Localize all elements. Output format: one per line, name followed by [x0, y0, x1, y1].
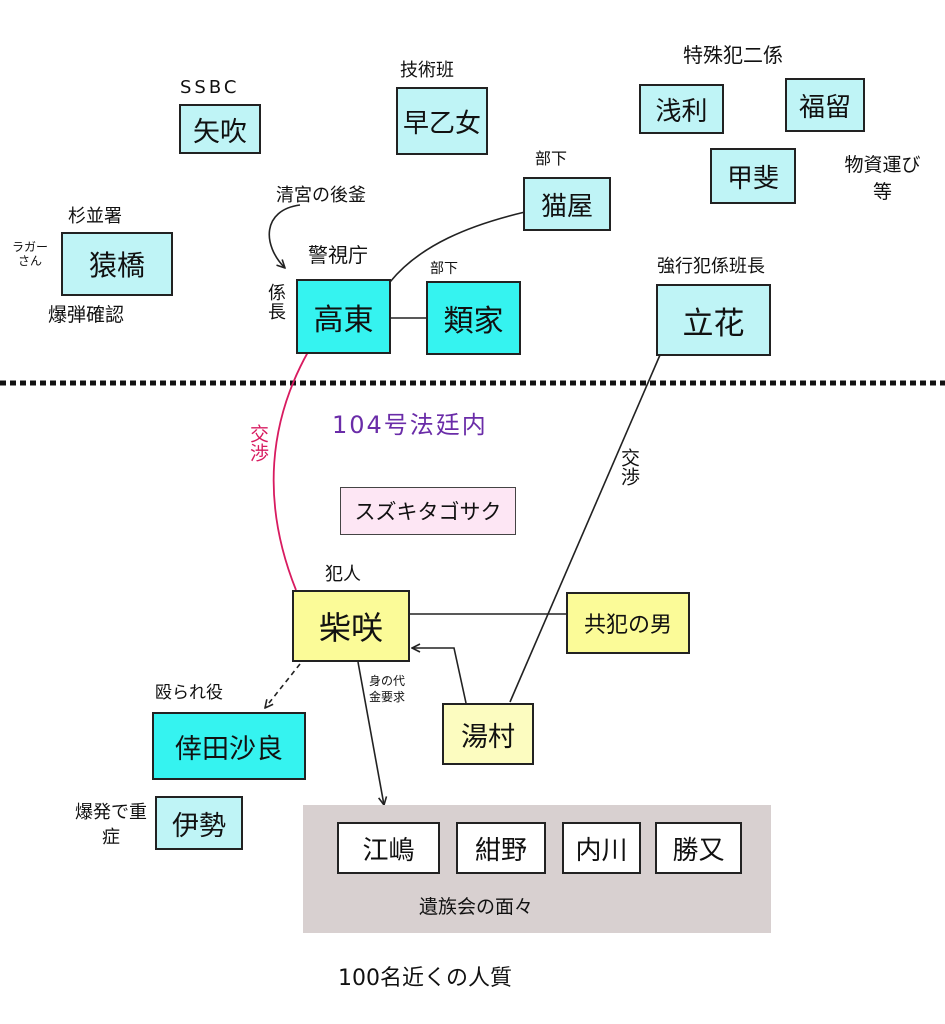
tachibana-box[interactable]: 立花 — [656, 284, 771, 356]
negotiation-line-takato — [272, 351, 309, 591]
takato-box[interactable]: 高東 — [296, 279, 391, 354]
kakaricho-char-2: 長 — [268, 301, 286, 323]
ssbc-label: SSBC — [180, 77, 240, 98]
ruike-box[interactable]: 類家 — [426, 281, 521, 355]
kiyomiya-arrow — [268, 204, 301, 268]
kai-box[interactable]: 甲斐 — [710, 148, 796, 204]
buka-label-nekoya: 部下 — [535, 149, 568, 168]
katsumata-box[interactable]: 勝又 — [655, 822, 742, 874]
bereaved-label: 遺族会の面々 — [419, 896, 534, 918]
bereaved-group: 江嶋 紺野 内川 勝又 遺族会の面々 — [303, 805, 771, 933]
suginami-label: 杉並署 — [68, 206, 122, 227]
kakaricho-label: 係長 — [266, 283, 288, 323]
asari-box[interactable]: 浅利 — [639, 84, 724, 134]
negotiation-label-tachibana: 交渉 — [618, 448, 642, 486]
shibasaki-box[interactable]: 柴咲 — [292, 590, 410, 662]
bakudan-kakunin-note: 爆弾確認 — [48, 304, 125, 326]
tachibana-label: 強行犯係班長 — [657, 256, 765, 277]
negotiation-line-tachibana — [509, 354, 661, 703]
saotome-box[interactable]: 早乙女 — [396, 87, 488, 155]
tech-label: 技術班 — [400, 60, 454, 81]
keishicho-label: 警視庁 — [308, 243, 368, 267]
fukudome-box[interactable]: 福留 — [785, 78, 865, 132]
busshi-note: 物資運び等 — [844, 154, 921, 203]
hannin-label: 犯人 — [325, 564, 361, 585]
rugger-note: ラガーさん — [11, 240, 48, 269]
hostages-label: 100名近くの人質 — [338, 966, 512, 991]
kakaricho-char-1: 係 — [268, 283, 286, 304]
buka-label-ruike: 部下 — [430, 261, 458, 277]
kurata-box[interactable]: 倖田沙良 — [152, 712, 306, 780]
courtroom-label: 104号法廷内 — [332, 411, 488, 439]
ransom-note: 身の代金要求 — [368, 674, 405, 704]
nekoya-box[interactable]: 猫屋 — [523, 177, 611, 231]
konno-box[interactable]: 紺野 — [456, 822, 546, 874]
uchikawa-box[interactable]: 内川 — [562, 822, 641, 874]
ransom-arrow — [357, 661, 384, 805]
yumura-shibasaki-arrow — [412, 648, 467, 704]
shibasaki-kurata-dashed-arrow — [265, 663, 301, 708]
negotiation-label-takato: 交渉 — [247, 424, 271, 462]
takato-nekoya-line — [389, 211, 526, 283]
negotiation-char-2: 交渉 — [617, 448, 640, 486]
suzuki-box[interactable]: スズキタゴサク — [340, 487, 516, 535]
tokushu-label: 特殊犯二係 — [683, 43, 783, 67]
saruhashi-box[interactable]: 猿橋 — [61, 232, 173, 296]
bakuhatsu-note: 爆発で重症 — [75, 802, 147, 849]
naguraregaku-label: 殴られ役 — [155, 683, 223, 703]
ejima-box[interactable]: 江嶋 — [337, 822, 440, 874]
negotiation-char-1: 交渉 — [246, 424, 269, 462]
yumura-box[interactable]: 湯村 — [442, 703, 534, 765]
ise-box[interactable]: 伊勢 — [155, 796, 243, 850]
kiyomiya-note: 清宮の後釜 — [276, 185, 366, 206]
kyouhan-box[interactable]: 共犯の男 — [566, 592, 690, 654]
yabuki-box[interactable]: 矢吹 — [179, 104, 261, 154]
